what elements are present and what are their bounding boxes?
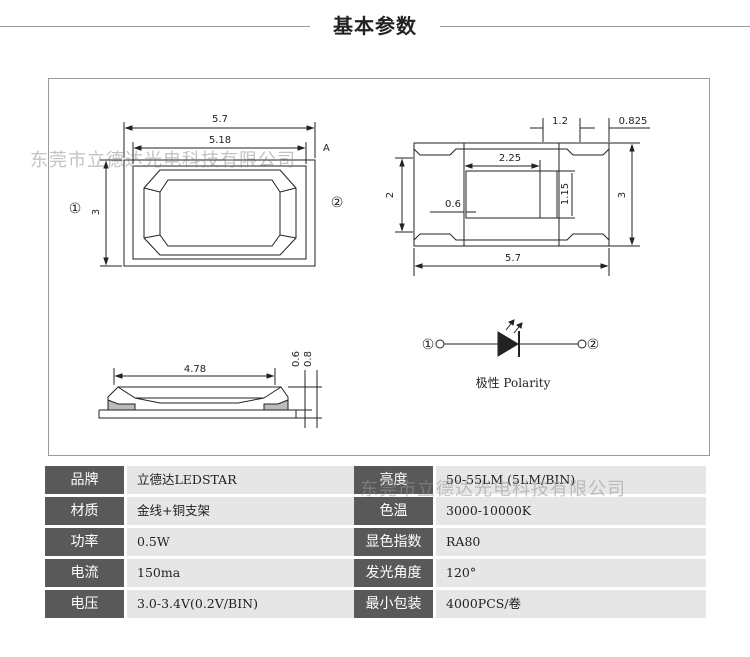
spec-label: 品牌 (45, 466, 124, 494)
dim-height-pad-left: 2 (385, 192, 396, 198)
spec-value: 3000-10000K (436, 497, 706, 525)
spec-label: 电压 (45, 590, 124, 618)
polarity-label: 极性 Polarity (476, 376, 551, 390)
side-view-package (99, 387, 296, 418)
spec-row: 发光角度120° (354, 559, 706, 587)
spec-row: 电压3.0-3.4V(0.2V/BIN) (45, 590, 365, 618)
spec-label: 电流 (45, 559, 124, 587)
dim-tab: 1.2 (552, 116, 568, 127)
dim-side-width: 4.78 (184, 364, 206, 375)
spec-row: 显色指数RA80 (354, 528, 706, 556)
dim-side-a: 0.6 (291, 351, 302, 367)
dim-height-right: 3 (617, 192, 628, 198)
spec-label: 显色指数 (354, 528, 433, 556)
spec-table-left: 品牌立德达LEDSTAR 材质金线+铜支架 功率0.5W 电流150ma 电压3… (45, 466, 365, 621)
spec-label: 材质 (45, 497, 124, 525)
dim-width-outer: 5.7 (212, 114, 228, 125)
spec-row: 功率0.5W (45, 528, 365, 556)
spec-value: 4000PCS/卷 (436, 590, 706, 618)
spec-value: 立德达LEDSTAR (127, 466, 365, 494)
spec-label: 最小包装 (354, 590, 433, 618)
dim-gap: 0.6 (445, 199, 461, 210)
spec-row: 品牌立德达LEDSTAR (45, 466, 365, 494)
watermark-bottom: 东莞市立德达光电科技有限公司 (360, 475, 626, 501)
spec-label: 色温 (354, 497, 433, 525)
dim-width-inner: 5.18 (209, 135, 231, 146)
spec-row: 色温3000-10000K (354, 497, 706, 525)
spec-row: 材质金线+铜支架 (45, 497, 365, 525)
spec-value: 3.0-3.4V(0.2V/BIN) (127, 590, 365, 618)
dim-edge: 0.825 (619, 116, 648, 127)
spec-row: 电流150ma (45, 559, 365, 587)
dim-pad: 2.25 (499, 153, 521, 164)
spec-value: 0.5W (127, 528, 365, 556)
spec-value: RA80 (436, 528, 706, 556)
pin-2-label: ② (331, 195, 344, 211)
pin-1-label: ① (69, 201, 82, 217)
spec-row: 最小包装4000PCS/卷 (354, 590, 706, 618)
spec-label: 发光角度 (354, 559, 433, 587)
polarity-pin-2: ② (587, 337, 600, 353)
polarity-pin-1: ① (422, 337, 435, 353)
top-view-package (124, 160, 315, 266)
spec-value: 120° (436, 559, 706, 587)
dim-bottom-width: 5.7 (505, 253, 521, 264)
watermark-top: 东莞市立德达光电科技有限公司 (30, 146, 296, 172)
spec-label: 功率 (45, 528, 124, 556)
dim-side-b: 0.8 (303, 351, 314, 367)
spec-value: 金线+铜支架 (127, 497, 365, 525)
label-a: A (323, 143, 330, 154)
spec-value: 150ma (127, 559, 365, 587)
dim-height-left: 3 (91, 209, 102, 215)
diode-symbol (436, 320, 586, 357)
dim-height-pad: 1.15 (560, 183, 571, 205)
